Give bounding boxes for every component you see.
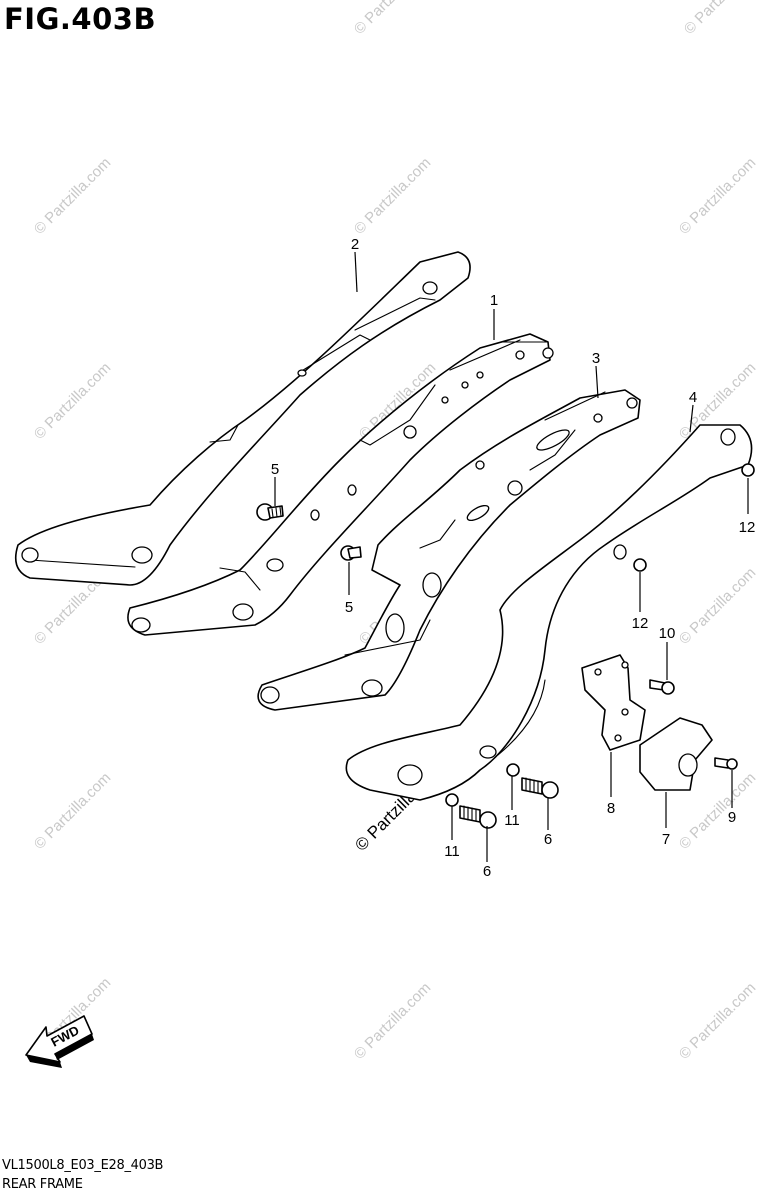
part-11-washer-lower	[445, 793, 459, 807]
part-9-screw	[714, 757, 738, 770]
watermark: © Partzilla.com	[676, 154, 757, 237]
part-5-bolt-lower	[340, 545, 362, 561]
part-5-bolt-upper	[256, 503, 284, 521]
callout-9: 9	[728, 809, 736, 826]
callout-3: 3	[592, 350, 600, 367]
callout-2: 2	[351, 236, 359, 253]
callout-1: 1	[490, 292, 498, 309]
part-8-bracket	[581, 654, 646, 751]
part-6-bolt-lower	[459, 805, 497, 829]
watermark: © Partzilla.com	[676, 979, 757, 1062]
callout-11-upper: 11	[504, 812, 520, 829]
watermark: © Partzilla.com	[351, 154, 434, 237]
part-1-frame-inner	[127, 333, 554, 636]
figure-title: FIG.403B	[4, 2, 157, 36]
callout-4: 4	[689, 389, 697, 406]
callout-6-lower: 6	[483, 863, 491, 880]
part-10-bolt	[649, 679, 675, 695]
callout-5-lower: 5	[345, 599, 353, 616]
part-12-washer-upper	[741, 463, 755, 477]
part-3-frame-middle	[257, 389, 641, 711]
callout-10: 10	[659, 625, 676, 642]
callout-labels: 1 2 3 4 5 5 6 6 7 8 9 10 11 11 12 12	[271, 236, 756, 880]
watermark: © Partzilla.com	[351, 0, 434, 38]
leader-lines	[274, 251, 749, 862]
watermark: © Partzilla.com	[31, 359, 114, 442]
callout-11-lower: 11	[444, 843, 460, 860]
watermark: © Partzilla.com	[351, 979, 434, 1062]
watermark: © Partzilla.com	[676, 564, 757, 647]
watermark: © Partzilla.com	[31, 769, 114, 852]
callout-6-upper: 6	[544, 831, 552, 848]
callout-7: 7	[662, 831, 670, 848]
figure-name: REAR FRAME	[2, 1177, 83, 1192]
part-6-bolt-upper	[521, 777, 559, 799]
callout-5-upper: 5	[271, 461, 279, 478]
watermark: © Partzilla.com	[681, 0, 757, 38]
part-7-clamp	[639, 717, 713, 791]
part-12-washer-lower	[633, 558, 647, 572]
watermark: © Partzilla.com	[31, 154, 114, 237]
figure-code: VL1500L8_E03_E28_403B	[2, 1158, 164, 1173]
callout-12-lower: 12	[632, 615, 649, 632]
part-2-frame-left	[14, 251, 471, 586]
callout-8: 8	[607, 800, 615, 817]
part-11-washer-upper	[506, 763, 520, 777]
callout-12-upper: 12	[739, 519, 756, 536]
